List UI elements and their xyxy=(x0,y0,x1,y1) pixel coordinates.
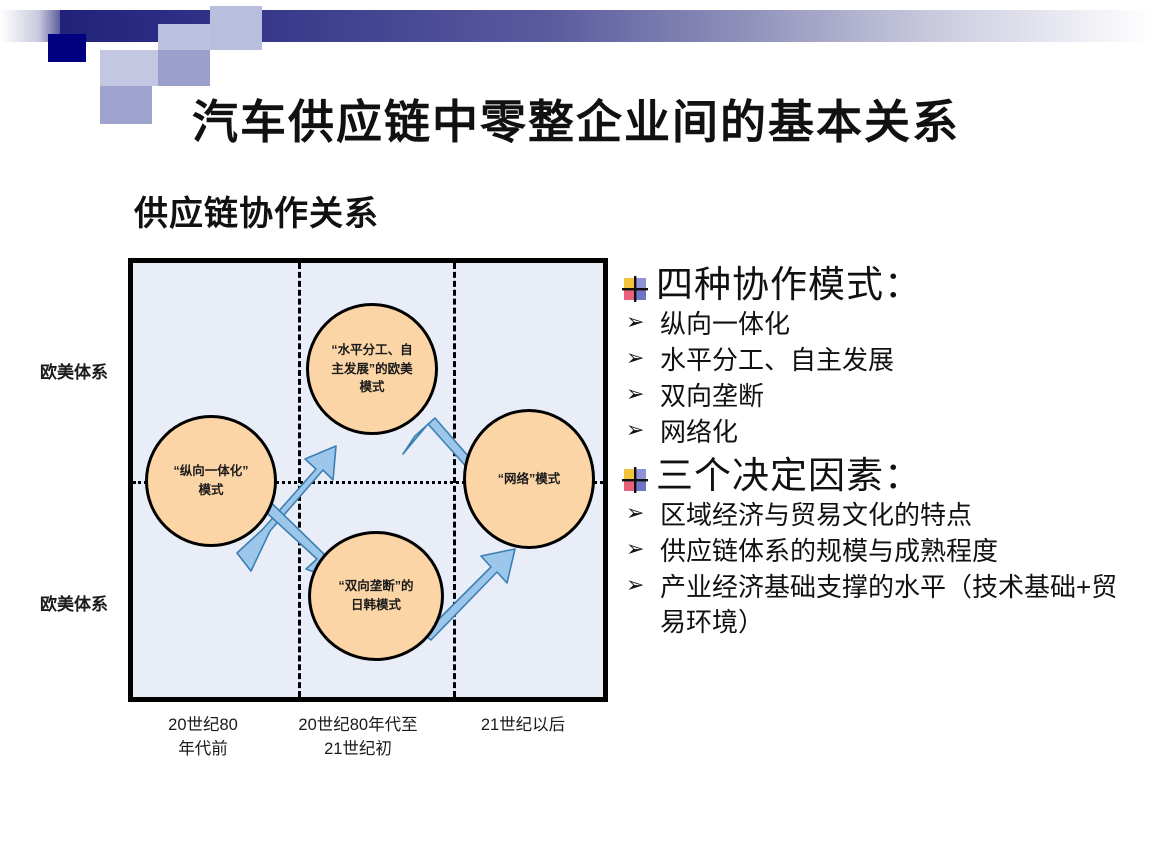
bullet-item: ➢ 产业经济基础支撑的水平（技术基础+贸易环境） xyxy=(622,570,1152,640)
bullet-text: 网络化 xyxy=(660,416,739,447)
bullet-text: 产业经济基础支撑的水平（技术基础+贸易环境） xyxy=(660,571,1118,637)
bullet-item: ➢ 供应链体系的规模与成熟程度 xyxy=(622,534,1152,569)
deco-square-3 xyxy=(158,24,210,50)
header-decoration xyxy=(0,0,1152,124)
slide-subtitle: 供应链协作关系 xyxy=(134,195,379,233)
gridline-vertical-1 xyxy=(298,263,301,697)
deco-square-6 xyxy=(100,86,152,124)
bullet-text: 双向垄断 xyxy=(660,381,765,412)
deco-square-4 xyxy=(158,50,210,86)
x-axis-label-2: 20世纪80年代至 21世纪初 xyxy=(298,716,418,758)
node-label: “双向垄断”的 日韩模式 xyxy=(338,579,414,612)
arrow-bullet-icon: ➢ xyxy=(626,536,645,562)
bullet-text: 区域经济与贸易文化的特点 xyxy=(660,500,973,531)
supply-chain-diagram: 欧美体系 欧美体系 “水平分工、自 主发展”的欧美 模式 “纵向一体化” xyxy=(18,258,618,778)
node-vertical-integration: “纵向一体化” 模式 xyxy=(145,415,277,547)
arrow-bullet-icon: ➢ xyxy=(626,416,645,442)
arrow-bullet-icon: ➢ xyxy=(626,571,645,597)
section-heading-1: 四种协作模式： xyxy=(622,264,1152,305)
slide-title: 汽车供应链中零整企业间的基本关系 xyxy=(192,96,960,148)
bullet-item: ➢ 纵向一体化 xyxy=(622,307,1152,342)
arrow-left-to-top xyxy=(236,445,337,572)
plus-cross-icon xyxy=(622,466,648,493)
deco-square-1 xyxy=(48,34,86,62)
node-network-model: “网络”模式 xyxy=(463,409,595,549)
bullet-item: ➢ 水平分工、自主发展 xyxy=(622,343,1152,378)
arrow-bullet-icon: ➢ xyxy=(626,500,645,526)
bullet-text: 供应链体系的规模与成熟程度 xyxy=(660,536,999,567)
gridline-vertical-2 xyxy=(453,263,456,697)
bullet-item: ➢ 双向垄断 xyxy=(622,379,1152,414)
axis-label-top: 欧美体系 xyxy=(40,363,108,382)
arrow-bullet-icon: ➢ xyxy=(626,381,645,407)
diagram-plot-area: “水平分工、自 主发展”的欧美 模式 “纵向一体化” 模式 “网络”模式 “双向… xyxy=(128,258,608,702)
axis-label-bottom: 欧美体系 xyxy=(40,595,108,614)
bullet-text: 纵向一体化 xyxy=(660,309,791,340)
gridline-horizontal xyxy=(133,481,603,484)
section-heading-text: 四种协作模式： xyxy=(656,264,922,305)
deco-square-5 xyxy=(210,6,262,50)
node-horizontal-division: “水平分工、自 主发展”的欧美 模式 xyxy=(306,303,438,435)
plus-cross-icon xyxy=(622,276,648,302)
deco-square-2 xyxy=(100,50,158,86)
section-heading-text: 三个决定因素： xyxy=(656,454,922,496)
x-axis-label-3: 21世纪以后 xyxy=(480,716,566,734)
bullet-item: ➢ 网络化 xyxy=(622,415,1152,450)
node-bilateral-monopoly: “双向垄断”的 日韩模式 xyxy=(308,531,444,661)
arrow-bullet-icon: ➢ xyxy=(626,309,645,335)
arrow-bullet-icon: ➢ xyxy=(626,345,645,371)
node-label: “纵向一体化” 模式 xyxy=(173,464,249,497)
section-heading-2: 三个决定因素： xyxy=(622,455,1152,496)
bullet-text: 水平分工、自主发展 xyxy=(660,345,895,376)
x-axis-label-1: 20世纪80 年代前 xyxy=(168,716,238,758)
bullet-item: ➢ 区域经济与贸易文化的特点 xyxy=(622,498,1152,533)
node-label: “网络”模式 xyxy=(497,471,561,486)
content-panel: 四种协作模式： ➢ 纵向一体化 ➢ 水平分工、自主发展 ➢ 双向垄断 ➢ 网络化… xyxy=(622,264,1152,641)
node-label: “水平分工、自 主发展”的欧美 模式 xyxy=(331,342,413,395)
